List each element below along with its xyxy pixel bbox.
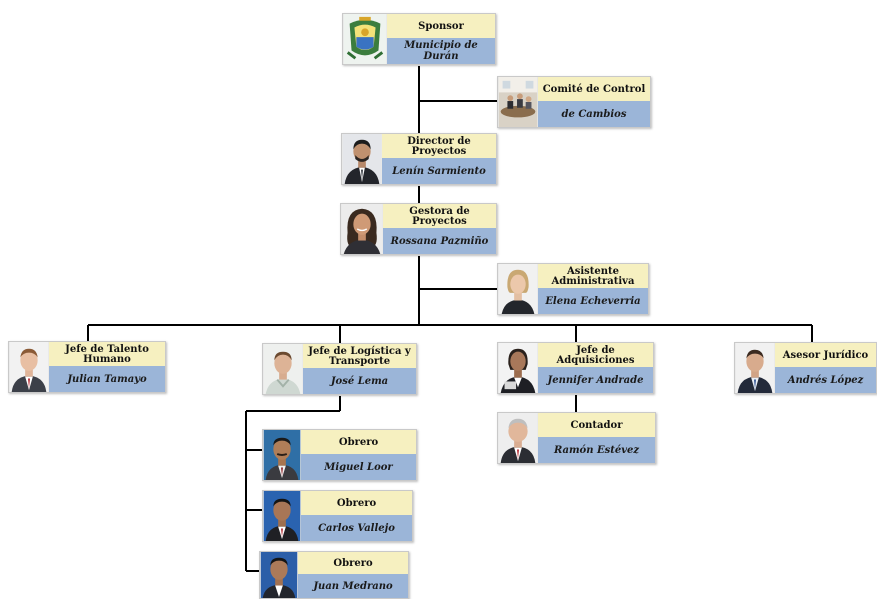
org-node-obrero: Obrero Carlos Vallejo <box>262 490 413 542</box>
node-person: Municipio de Durán <box>387 38 495 64</box>
node-person: Ramón Estévez <box>538 437 655 463</box>
node-person: José Lema <box>303 368 416 394</box>
node-role: Asistente Administrativa <box>538 264 648 290</box>
person-photo <box>263 491 301 541</box>
node-person: Jennifer Andrade <box>538 367 653 393</box>
node-person: Julian Tamayo <box>49 366 165 392</box>
coat-of-arms-icon <box>343 14 387 64</box>
node-person: Carlos Vallejo <box>301 515 412 541</box>
node-role: Jefe de Logística y Transporte <box>303 344 416 370</box>
node-role: Sponsor <box>387 14 495 40</box>
org-node-gestora-de-proyectos: Gestora de Proyectos Rossana Pazmiño <box>340 203 497 255</box>
person-photo <box>263 344 303 394</box>
node-role: Gestora de Proyectos <box>383 204 496 230</box>
org-node-comite-de-control: Comité de Control de Cambios <box>497 76 651 128</box>
node-person: Andrés López <box>775 367 876 393</box>
node-role: Asesor Jurídico <box>775 343 876 369</box>
node-role: Obrero <box>301 430 416 456</box>
node-person: de Cambios <box>538 101 650 127</box>
node-role: Director de Proyectos <box>382 134 496 160</box>
org-node-asistente-administrativa: Asistente Administrativa Elena Echeverri… <box>497 263 649 315</box>
org-node-asesor-juridico: Asesor Jurídico Andrés López <box>734 342 877 394</box>
node-role: Comité de Control <box>538 77 650 103</box>
node-person: Juan Medrano <box>298 574 408 598</box>
node-role: Jefe de Adquisiciones <box>538 343 653 369</box>
org-node-obrero: Obrero Miguel Loor <box>262 429 417 481</box>
node-role: Jefe de Talento Humano <box>49 342 165 368</box>
person-photo <box>342 134 382 184</box>
org-node-sponsor: Sponsor Municipio de Durán <box>342 13 496 65</box>
node-role: Obrero <box>298 552 408 576</box>
person-photo <box>341 204 383 254</box>
person-photo <box>498 264 538 314</box>
node-person: Elena Echeverria <box>538 288 648 314</box>
node-person: Miguel Loor <box>301 454 416 480</box>
person-photo <box>263 430 301 480</box>
node-person: Lenín Sarmiento <box>382 158 496 184</box>
node-role: Contador <box>538 413 655 439</box>
person-photo <box>498 343 538 393</box>
org-node-contador: Contador Ramón Estévez <box>497 412 656 464</box>
meeting-room-photo <box>498 77 538 127</box>
org-node-director-de-proyectos: Director de Proyectos Lenín Sarmiento <box>341 133 497 185</box>
person-photo <box>260 552 298 598</box>
person-photo <box>735 343 775 393</box>
org-node-jefe-de-talento-humano: Jefe de Talento Humano Julian Tamayo <box>8 341 166 393</box>
node-role: Obrero <box>301 491 412 517</box>
person-photo <box>9 342 49 392</box>
org-node-obrero: Obrero Juan Medrano <box>259 551 409 599</box>
person-photo <box>498 413 538 463</box>
org-node-jefe-de-logistica: Jefe de Logística y Transporte José Lema <box>262 343 417 395</box>
org-node-jefe-de-adquisiciones: Jefe de Adquisiciones Jennifer Andrade <box>497 342 654 394</box>
node-person: Rossana Pazmiño <box>383 228 496 254</box>
